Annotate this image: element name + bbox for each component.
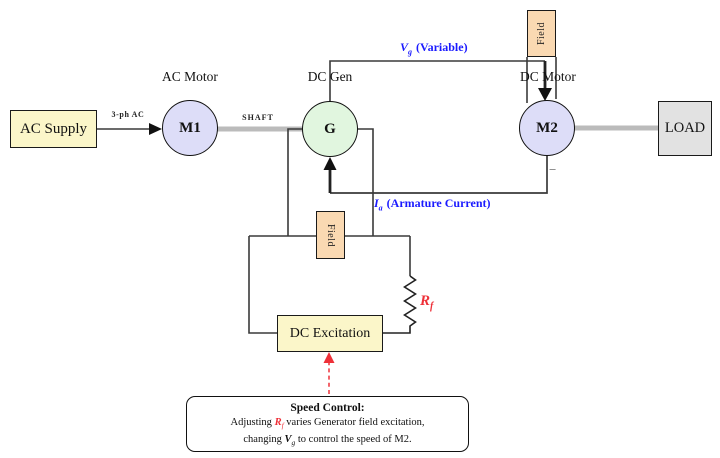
g-field-wire-right [357,128,374,236]
rf-symbol: R [420,293,431,309]
g-symbol: G [324,120,336,137]
ia-description: (Armature Current) [386,196,491,210]
note-line-2: Adjusting Rf varies Generator field exci… [187,416,468,434]
generator-circle: G [302,101,358,157]
vg-signal-label: Vg(Variable) [400,40,468,56]
speed-control-arrowhead-icon [323,352,335,363]
m2-minus-polarity: − [549,162,557,177]
m2-field-block: Field [527,10,556,57]
dc-motor-caption: DC Motor [520,69,576,84]
dc-gen-caption: DC Gen [307,69,353,84]
ia-wire [330,156,548,194]
m2-motor-circle: M2 [519,100,575,156]
note-rf-symbol: R [274,416,282,428]
note-vg-symbol: V [284,434,292,446]
note-title: Speed Control: [290,402,365,414]
shaft-label: SHAFT [242,113,274,122]
g-field-wire-left [287,128,303,236]
ia-subscript: a [378,203,383,213]
ia-symbol: I [374,196,379,210]
dc-excitation-block: DC Excitation [277,315,383,352]
note-vg-subscript: g [291,438,296,448]
note-line2-post: varies Generator field excitation, [283,416,425,428]
ia-signal-label: Ia(Armature Current) [374,196,491,212]
vg-wire [329,60,545,101]
vg-description: (Variable) [416,40,468,54]
ac-motor-caption: AC Motor [162,69,218,84]
note-line3-post: to control the speed of M2. [295,434,412,446]
note-rf-subscript: f [281,420,284,430]
load-block: LOAD [658,101,712,156]
m2-field-label: Field [536,21,547,46]
generator-field-block: Field [316,211,345,259]
rf-subscript: f [430,301,434,312]
note-line3-pre: changing [243,434,285,446]
vg-subscript: g [408,47,413,57]
dc-excitation-label: DC Excitation [289,325,371,341]
ac-supply-block: AC Supply [10,110,97,148]
note-line2-pre: Adjusting [230,416,275,428]
excitation-wire-left [248,236,277,334]
generator-field-label: Field [325,223,336,247]
load-label: LOAD [664,120,706,136]
speed-control-note: Speed Control: Adjusting Rf varies Gener… [186,396,469,452]
m1-symbol: M1 [179,119,201,136]
supply-feed-label: 3-ph AC [111,110,145,119]
rf-resistor-icon [383,275,417,334]
m2-symbol: M2 [536,119,558,136]
ia-arrowhead-icon [323,157,337,170]
note-line-3: changing Vg to control the speed of M2. [187,433,468,451]
rf-resistor-label: Rf [420,293,433,312]
ac-supply-label: AC Supply [19,120,88,137]
m1-motor-circle: M1 [162,100,218,156]
supply-arrowhead-icon [149,123,162,135]
vg-symbol: V [400,40,409,54]
vg-arrowhead-icon [538,88,552,101]
